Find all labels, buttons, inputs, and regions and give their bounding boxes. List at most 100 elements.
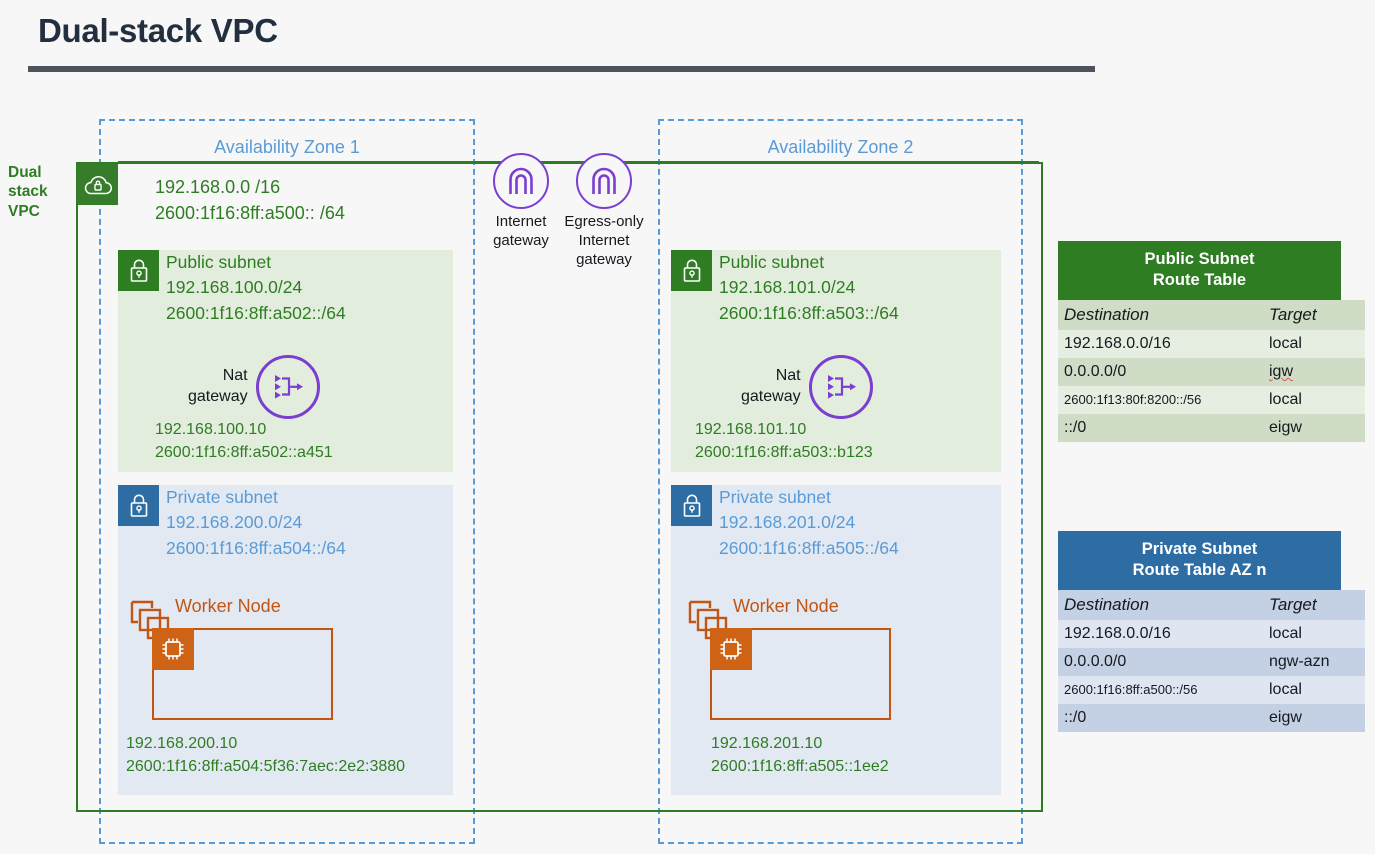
az2-public-subnet-title: Public subnet bbox=[719, 252, 825, 272]
internet-gateway-label: Internet gateway bbox=[486, 212, 556, 250]
az2-nat-gateway[interactable]: Nat gateway bbox=[741, 355, 873, 419]
az2-private-subnet-title: Private subnet bbox=[719, 487, 831, 507]
private-route-table-col-target: Target bbox=[1263, 589, 1365, 620]
vpc-top-connector-line bbox=[118, 161, 1039, 164]
public-subnet-lock-icon bbox=[671, 250, 712, 291]
az2-private-subnet: Private subnet 192.168.201.0/24 2600:1f1… bbox=[671, 485, 1001, 795]
public-route-row-2-destination: 2600:1f13:80f:8200::/56 bbox=[1058, 385, 1263, 414]
az2-nat-gateway-label: Nat gateway bbox=[741, 366, 801, 408]
public-route-table-title-line-1: Public Subnet bbox=[1144, 250, 1255, 268]
table-row: 2600:1f13:80f:8200::/56 local bbox=[1058, 385, 1365, 414]
az1-private-subnet-cidr-ipv6: 2600:1f16:8ff:a504::/64 bbox=[166, 537, 346, 558]
private-route-table-title-line-1: Private Subnet bbox=[1141, 540, 1258, 558]
egress-gw-label-line-2: Internet bbox=[578, 232, 630, 250]
vpc-cidr-ipv6: 2600:1f16:8ff:a500:: /64 bbox=[155, 202, 345, 223]
private-route-row-3-target: eigw bbox=[1263, 703, 1365, 732]
vpc-label-line-3: VPC bbox=[8, 202, 40, 220]
private-route-table-header-row: Destination Target bbox=[1058, 589, 1365, 620]
egress-only-internet-gateway[interactable]: Egress-only Internet gateway bbox=[559, 153, 649, 270]
private-route-table-title: Private Subnet Route Table AZ n bbox=[1058, 531, 1341, 590]
public-route-table-title-line-2: Route Table bbox=[1152, 271, 1247, 290]
public-route-row-0-target: local bbox=[1263, 329, 1365, 358]
table-row: ::/0 eigw bbox=[1058, 413, 1365, 442]
public-subnet-route-table: Public Subnet Route Table Destination Ta… bbox=[1058, 241, 1365, 442]
private-route-row-0-target: local bbox=[1263, 619, 1365, 648]
az2-public-subnet: Public subnet 192.168.101.0/24 2600:1f16… bbox=[671, 250, 1001, 472]
egress-gw-label-line-1: Egress-only bbox=[564, 213, 644, 230]
az2-worker-node-frame bbox=[710, 628, 891, 720]
availability-zone-2-boundary: Availability Zone 2 bbox=[658, 119, 1023, 844]
egress-gw-label-line-3: gateway bbox=[576, 251, 632, 269]
az1-worker-ipv4: 192.168.200.10 bbox=[126, 735, 238, 752]
vpc-cloud-icon bbox=[77, 164, 118, 205]
public-route-table-header-row: Destination Target bbox=[1058, 299, 1365, 330]
az2-public-subnet-cidr-ipv6: 2600:1f16:8ff:a503::/64 bbox=[719, 302, 899, 323]
public-route-table-col-target: Target bbox=[1263, 299, 1365, 330]
private-route-table-col-destination: Destination bbox=[1058, 589, 1263, 620]
title-underline-rule bbox=[28, 66, 1095, 72]
az1-nat-gateway[interactable]: Nat gateway bbox=[188, 355, 320, 419]
private-route-row-1-destination: 0.0.0.0/0 bbox=[1058, 647, 1263, 676]
vpc-cidr-block: 192.168.0.0 /16 2600:1f16:8ff:a500:: /64 bbox=[155, 175, 345, 226]
az2-nat-label-line-2: gateway bbox=[741, 388, 801, 405]
az1-nat-ipv4: 192.168.100.10 bbox=[155, 421, 267, 438]
az1-public-subnet-info: Public subnet 192.168.100.0/24 2600:1f16… bbox=[166, 250, 346, 326]
public-subnet-lock-icon bbox=[118, 250, 159, 291]
vpc-label-line-2: stack bbox=[8, 183, 48, 201]
table-row: 0.0.0.0/0 ngw-azn bbox=[1058, 647, 1365, 676]
az1-private-subnet-info: Private subnet 192.168.200.0/24 2600:1f1… bbox=[166, 485, 346, 561]
az1-public-subnet: Public subnet 192.168.100.0/24 2600:1f16… bbox=[118, 250, 453, 472]
az2-worker-node-label: Worker Node bbox=[733, 596, 839, 616]
public-route-table-col-destination: Destination bbox=[1058, 299, 1263, 330]
az2-nat-label-line-1: Nat bbox=[775, 367, 801, 385]
table-row: ::/0 eigw bbox=[1058, 703, 1365, 732]
cpu-chip-icon bbox=[710, 628, 752, 670]
internet-gateway[interactable]: Internet gateway bbox=[486, 153, 556, 250]
az2-nat-ipv4: 192.168.101.10 bbox=[695, 421, 807, 438]
table-row: 192.168.0.0/16 local bbox=[1058, 329, 1365, 358]
az2-worker-ipv4: 192.168.201.10 bbox=[711, 735, 823, 752]
private-route-row-3-destination: ::/0 bbox=[1058, 703, 1263, 732]
az1-nat-gateway-label: Nat gateway bbox=[188, 366, 248, 408]
az2-public-subnet-info: Public subnet 192.168.101.0/24 2600:1f16… bbox=[719, 250, 899, 326]
private-subnet-lock-icon bbox=[671, 485, 712, 526]
az2-nat-ipv6: 2600:1f16:8ff:a503::b123 bbox=[695, 444, 873, 462]
az2-private-subnet-cidr-ipv6: 2600:1f16:8ff:a505::/64 bbox=[719, 537, 899, 558]
az2-worker-node[interactable]: Worker Node bbox=[688, 596, 903, 723]
az2-private-subnet-info: Private subnet 192.168.201.0/24 2600:1f1… bbox=[719, 485, 899, 561]
az1-private-subnet-title: Private subnet bbox=[166, 487, 278, 507]
nat-gateway-icon bbox=[255, 355, 320, 419]
private-route-row-2-target: local bbox=[1263, 675, 1365, 704]
az2-worker-ipv6: 2600:1f16:8ff:a505::1ee2 bbox=[711, 758, 889, 776]
availability-zone-2-label: Availability Zone 2 bbox=[767, 137, 914, 157]
table-row: 0.0.0.0/0 igw bbox=[1058, 357, 1365, 386]
az2-nat-gateway-addresses: 192.168.101.10 2600:1f16:8ff:a503::b123 bbox=[695, 418, 873, 464]
internet-gateway-icon bbox=[493, 153, 549, 209]
private-route-table-title-line-2: Route Table AZ n bbox=[1132, 561, 1267, 580]
az1-public-subnet-cidr-ipv6: 2600:1f16:8ff:a502::/64 bbox=[166, 302, 346, 323]
az1-worker-node[interactable]: Worker Node bbox=[130, 596, 345, 723]
public-route-row-3-destination: ::/0 bbox=[1058, 413, 1263, 442]
public-route-row-2-target: local bbox=[1263, 385, 1365, 414]
az1-worker-node-frame bbox=[152, 628, 333, 720]
az2-public-subnet-cidr-ipv4: 192.168.101.0/24 bbox=[719, 277, 856, 298]
nat-gateway-icon bbox=[808, 355, 873, 419]
egress-only-internet-gateway-icon bbox=[576, 153, 632, 209]
public-route-table-title: Public Subnet Route Table bbox=[1058, 241, 1341, 300]
az1-worker-node-label: Worker Node bbox=[175, 596, 281, 616]
az1-nat-ipv6: 2600:1f16:8ff:a502::a451 bbox=[155, 444, 333, 462]
az1-worker-ipv6: 2600:1f16:8ff:a504:5f36:7aec:2e2:3880 bbox=[126, 758, 406, 776]
availability-zone-1-boundary: Availability Zone 1 bbox=[99, 119, 475, 844]
az1-private-subnet-cidr-ipv4: 192.168.200.0/24 bbox=[166, 512, 303, 533]
az1-nat-gateway-addresses: 192.168.100.10 2600:1f16:8ff:a502::a451 bbox=[155, 418, 333, 464]
public-route-row-1-destination: 0.0.0.0/0 bbox=[1058, 357, 1263, 386]
az1-nat-label-line-1: Nat bbox=[222, 367, 248, 385]
internet-gateway-label-line-2: gateway bbox=[493, 232, 549, 250]
public-route-row-3-target: eigw bbox=[1263, 413, 1365, 442]
private-route-row-0-destination: 192.168.0.0/16 bbox=[1058, 619, 1263, 648]
vpc-cidr-ipv4: 192.168.0.0 /16 bbox=[155, 177, 281, 197]
table-row: 192.168.0.0/16 local bbox=[1058, 619, 1365, 648]
egress-only-internet-gateway-label: Egress-only Internet gateway bbox=[559, 212, 649, 270]
public-route-row-0-destination: 192.168.0.0/16 bbox=[1058, 329, 1263, 358]
vpc-label: Dual stack VPC bbox=[8, 163, 70, 221]
